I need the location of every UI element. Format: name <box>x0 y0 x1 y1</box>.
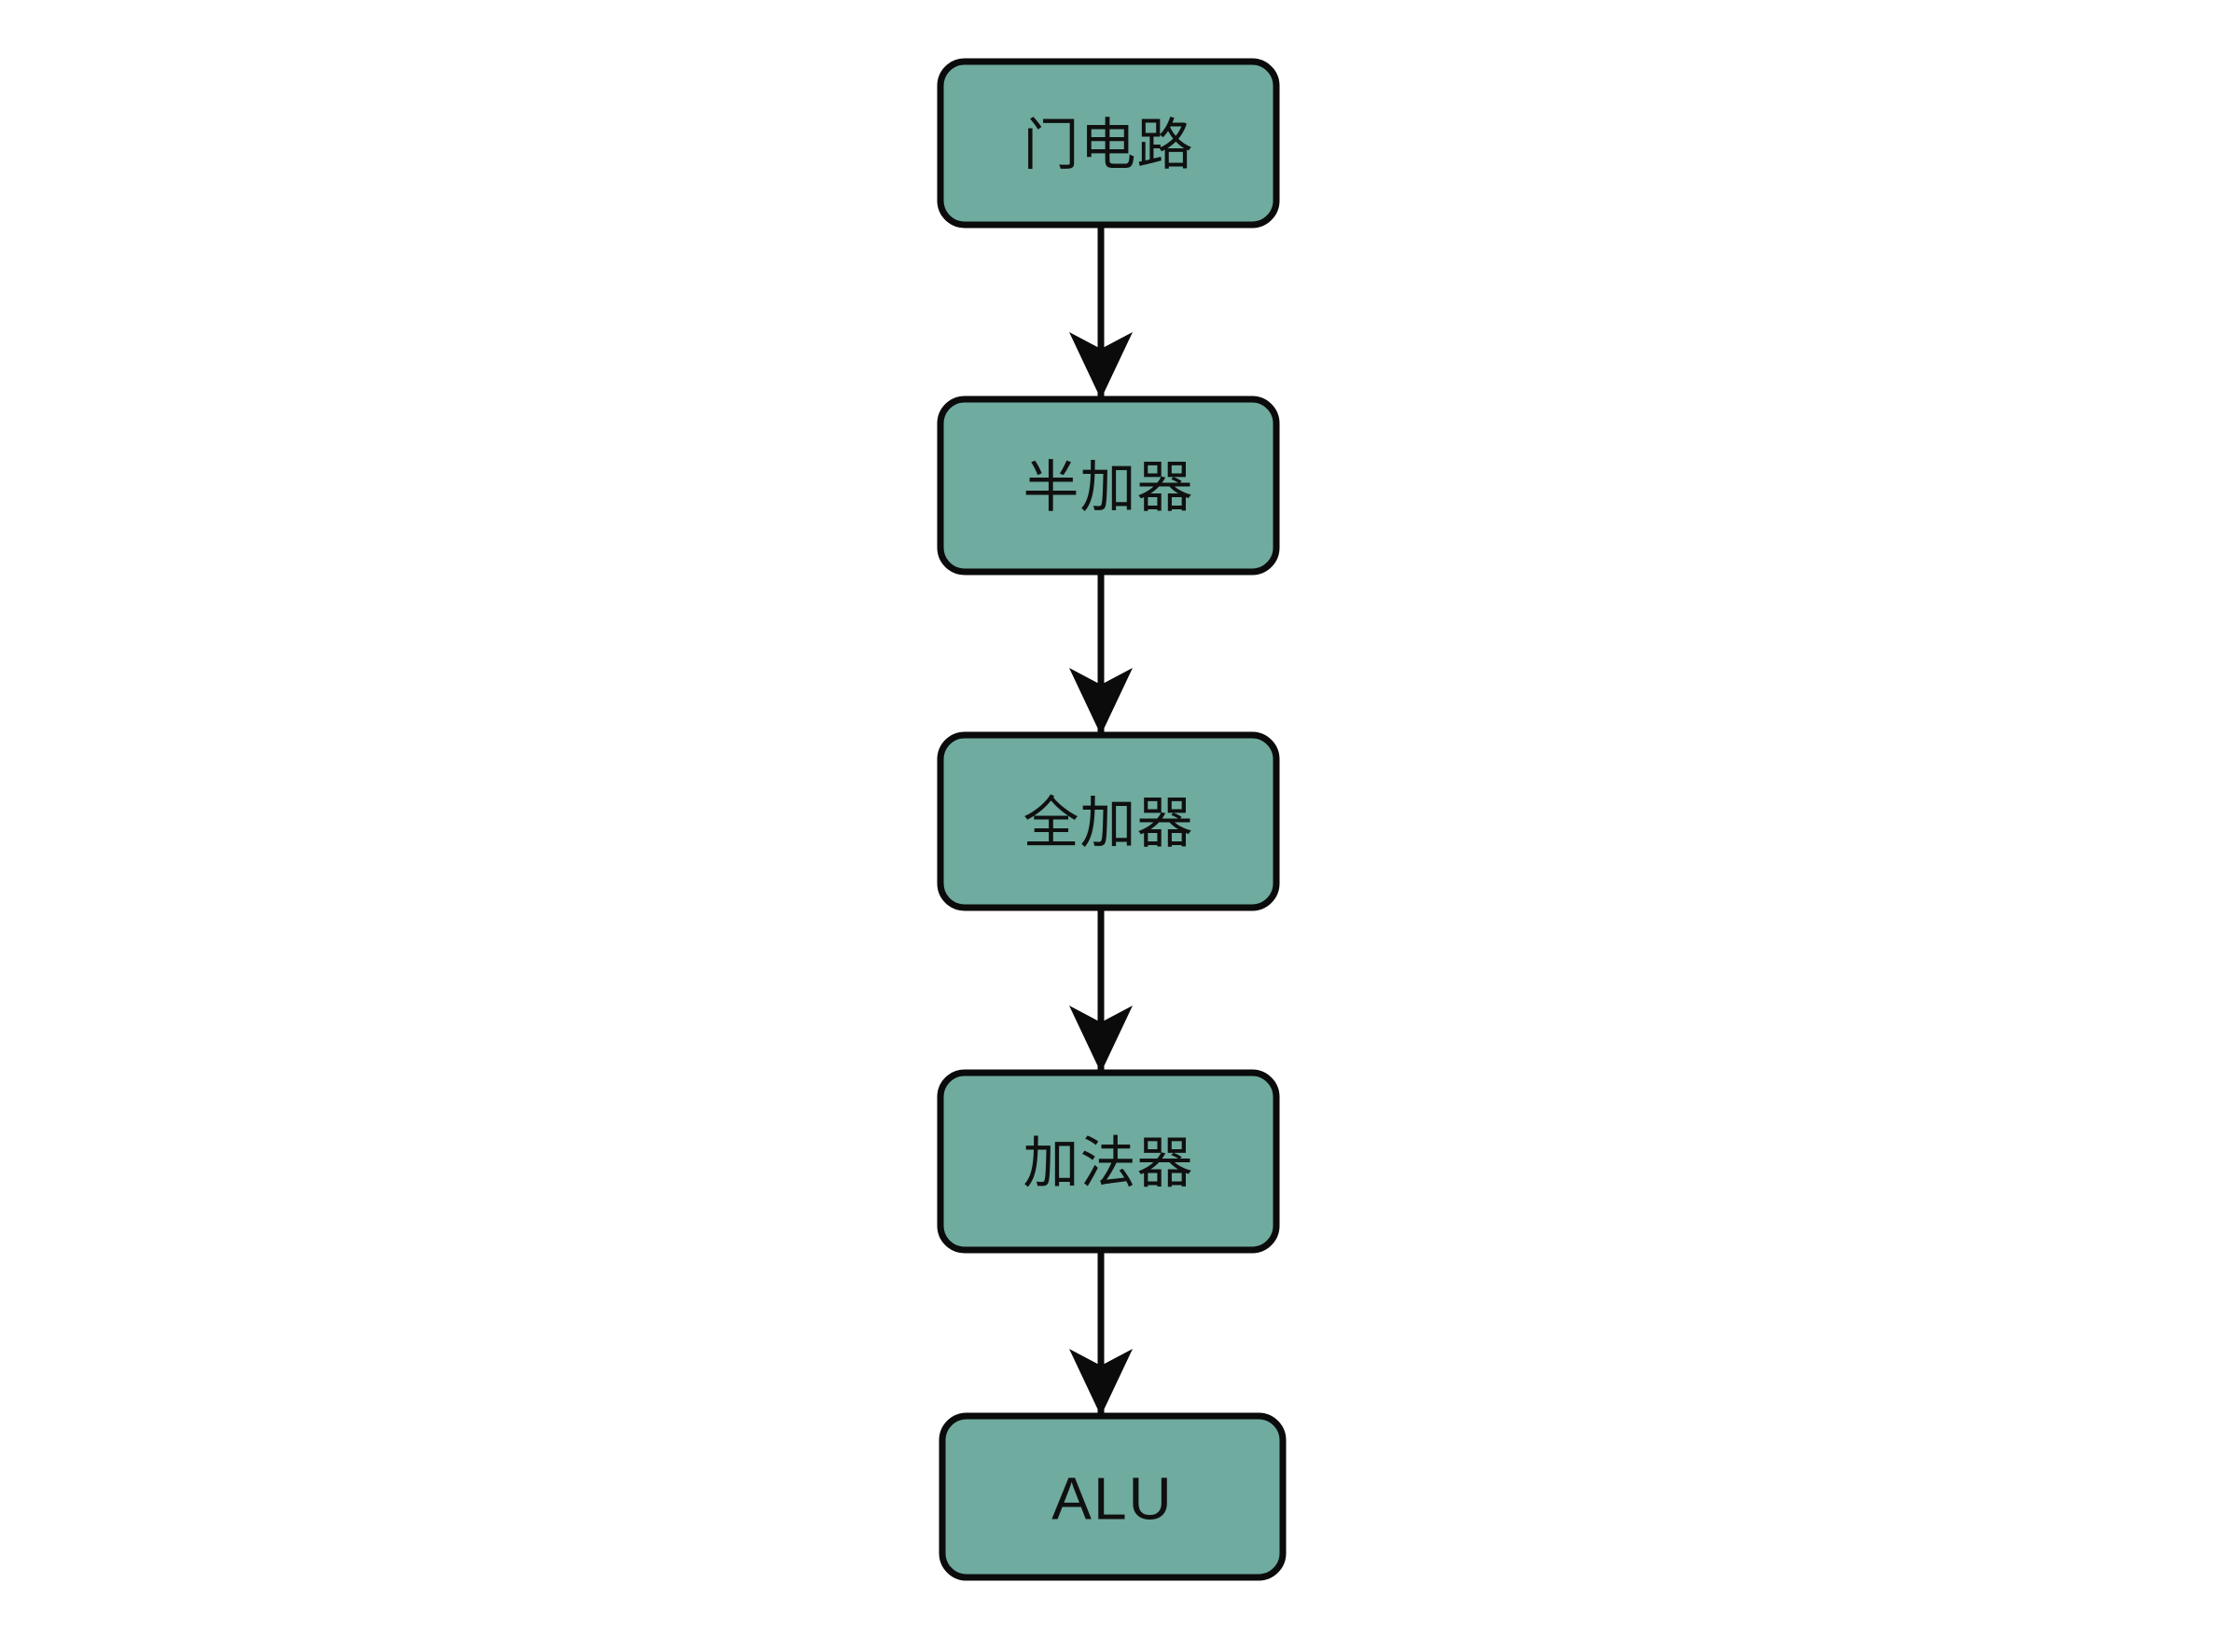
node-shape <box>937 1069 1280 1254</box>
node-label: 加法器 <box>1023 1132 1194 1195</box>
arrowhead-icon <box>1069 1006 1133 1073</box>
edge-adder-to-alu[interactable] <box>1069 1250 1133 1416</box>
edge-group <box>1069 225 1133 1416</box>
arrowhead-icon <box>1069 1349 1133 1416</box>
node-full-adder[interactable]: 全加器 <box>937 731 1280 911</box>
node-shape <box>937 731 1280 911</box>
node-shape <box>937 396 1280 576</box>
node-adder[interactable]: 加法器 <box>937 1069 1280 1254</box>
node-gate-circuit[interactable]: 门电路 <box>937 58 1280 229</box>
node-shape <box>937 58 1280 229</box>
node-half-adder[interactable]: 半加器 <box>937 396 1280 576</box>
node-group: 门电路 半加器 全加器 加法器 ALU <box>937 58 1287 1581</box>
edge-gate-to-halfadder[interactable] <box>1069 225 1133 399</box>
node-label: ALU <box>1051 1465 1174 1533</box>
edge-halfadder-to-fulladder[interactable] <box>1069 572 1133 735</box>
node-label: 半加器 <box>1023 456 1194 519</box>
arrowhead-icon <box>1069 332 1133 399</box>
node-label: 门电路 <box>1023 114 1194 176</box>
node-alu[interactable]: ALU <box>939 1412 1287 1581</box>
edge-fulladder-to-adder[interactable] <box>1069 908 1133 1073</box>
node-shape <box>939 1412 1287 1581</box>
node-label: 全加器 <box>1023 792 1194 854</box>
arrowhead-icon <box>1069 668 1133 735</box>
